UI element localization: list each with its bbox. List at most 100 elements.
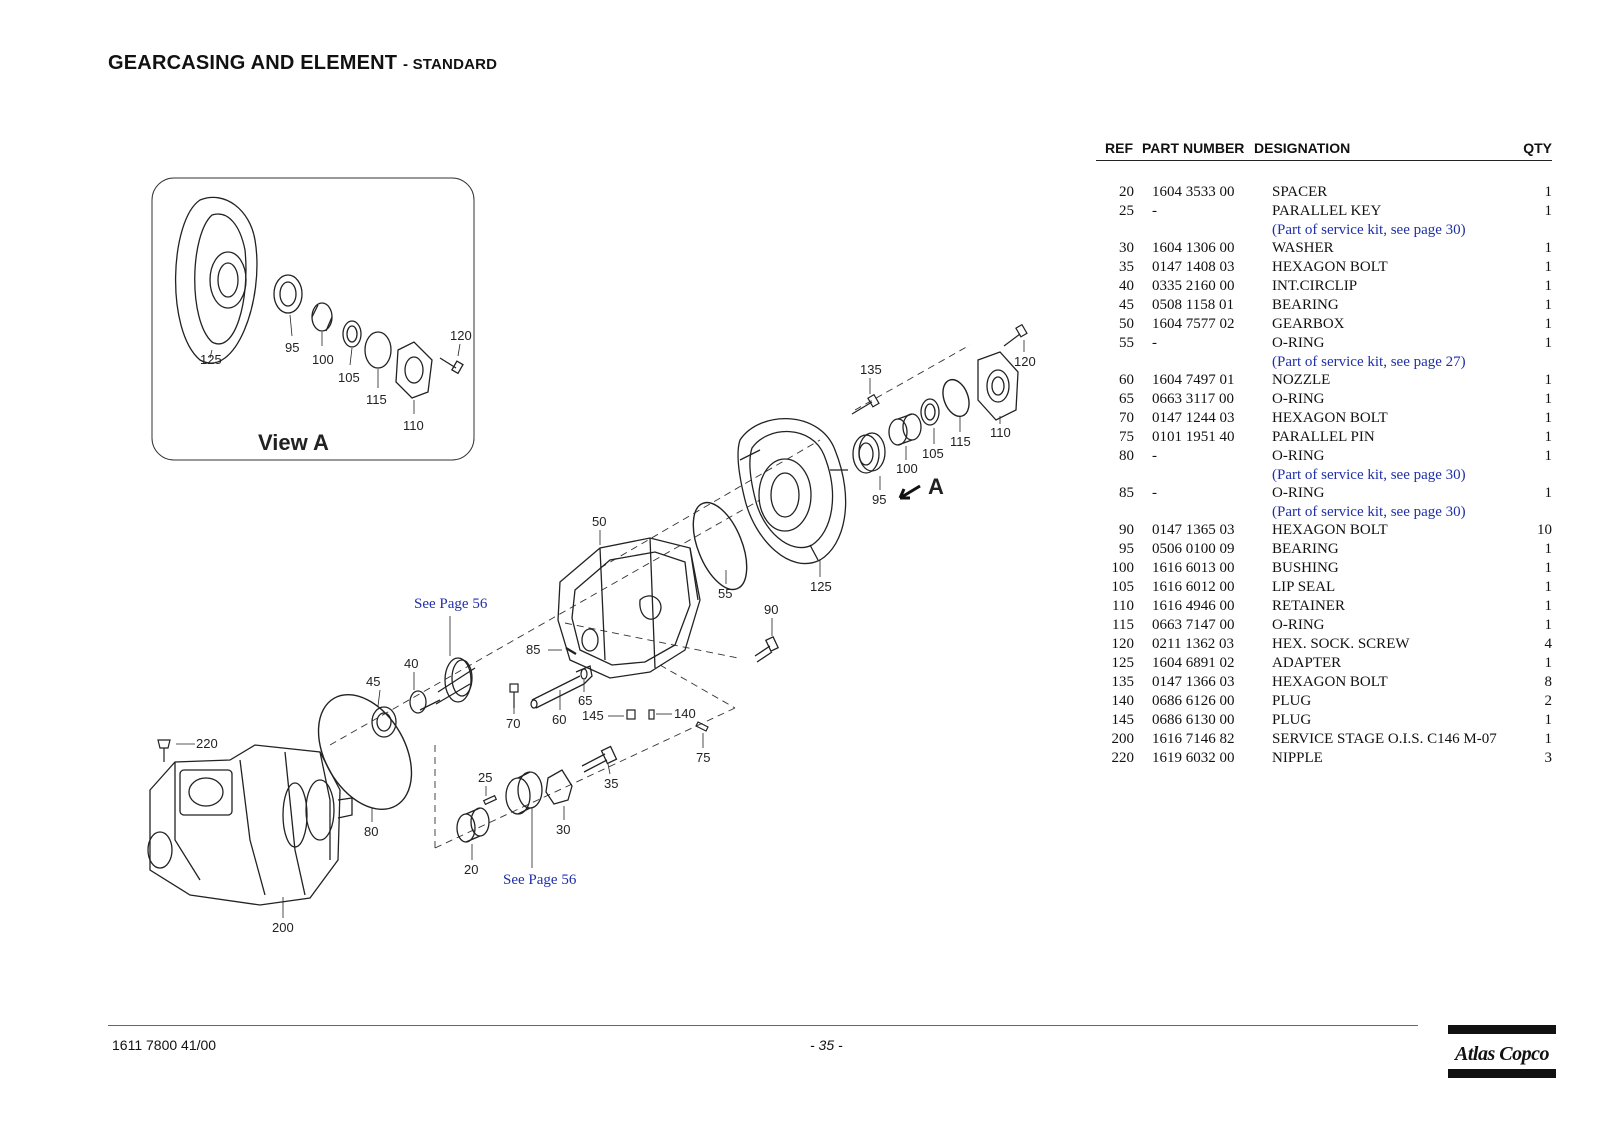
cell-designation: NIPPLE: [1272, 750, 1323, 766]
callout-125-a: 125: [200, 352, 222, 367]
callout-105: 105: [922, 446, 944, 461]
cell-designation: BEARING: [1272, 297, 1339, 313]
page-title-main: GEARCASING AND ELEMENT: [108, 52, 398, 74]
cell-ref: 140: [1111, 693, 1135, 709]
cell-qty: 1: [1544, 278, 1553, 294]
o-ring-115: [942, 378, 970, 418]
bolt-135: [851, 393, 880, 415]
service-kit-note[interactable]: (Part of service kit, see page 30): [1272, 222, 1466, 238]
callout-25: 25: [478, 770, 492, 785]
circlip-40: [409, 690, 427, 714]
key-25: [482, 794, 498, 806]
cell-designation: PARALLEL KEY: [1272, 203, 1382, 219]
cell-qty: 1: [1544, 617, 1553, 633]
callout-110-a: 110: [403, 418, 424, 433]
cell-qty: 1: [1544, 560, 1553, 576]
cell-designation: PLUG: [1272, 693, 1312, 709]
service-kit-note[interactable]: (Part of service kit, see page 27): [1272, 354, 1466, 370]
cell-part-number: -: [1152, 335, 1157, 351]
cell-ref: 25: [1119, 203, 1134, 219]
cell-qty: 1: [1544, 429, 1553, 445]
cell-part-number: 0101 1951 40: [1152, 429, 1235, 445]
cell-designation: HEX. SOCK. SCREW: [1272, 636, 1410, 652]
lip-seal-105: [920, 398, 940, 426]
cell-qty: 1: [1544, 712, 1553, 728]
drive-gear: [505, 771, 543, 815]
plug-140: [648, 709, 655, 720]
callout-115: 115: [950, 434, 971, 449]
callout-145: 145: [582, 708, 604, 723]
cell-qty: 1: [1544, 731, 1553, 747]
callout-100: 100: [896, 461, 918, 476]
cell-part-number: -: [1152, 203, 1157, 219]
o-ring-80: [317, 694, 413, 810]
view-a-parts: [174, 196, 464, 399]
see-page-bottom: See Page 56: [503, 872, 577, 888]
cell-designation: HEXAGON BOLT: [1272, 410, 1388, 426]
cell-designation: LIP SEAL: [1272, 579, 1336, 595]
cell-ref: 120: [1111, 636, 1135, 652]
cell-designation: NOZZLE: [1272, 372, 1331, 388]
cell-qty: 1: [1544, 203, 1553, 219]
cell-qty: 1: [1544, 541, 1553, 557]
table-row: 70 0147 1244 03 HEXAGON BOLT 1: [1096, 409, 1552, 428]
cell-designation: O-RING: [1272, 485, 1325, 501]
callout-55: 55: [718, 586, 732, 601]
cell-part-number: 0147 1244 03: [1152, 410, 1235, 426]
callout-90: 90: [764, 602, 778, 617]
callout-60: 60: [552, 712, 566, 727]
callout-120: 120: [1014, 354, 1036, 369]
cell-part-number: 1616 4946 00: [1152, 598, 1235, 614]
exploded-diagram: 125 95 100 105 115 110 120 View A 220 20…: [147, 177, 1036, 935]
cell-part-number: 1616 7146 82: [1152, 731, 1235, 747]
cell-part-number: 1604 7577 02: [1152, 316, 1235, 332]
callout-200: 200: [272, 920, 294, 935]
cell-part-number: 0147 1366 03: [1152, 674, 1235, 690]
cell-ref: 115: [1112, 617, 1134, 633]
cell-qty: 1: [1544, 448, 1553, 464]
assembly-axes: [329, 344, 971, 849]
cell-qty: 10: [1537, 522, 1552, 538]
cell-designation: BUSHING: [1272, 560, 1339, 576]
cell-ref: 30: [1119, 240, 1134, 256]
cell-ref: 45: [1119, 297, 1134, 313]
cell-part-number: -: [1152, 485, 1157, 501]
cell-part-number: -: [1152, 448, 1157, 464]
cell-part-number: 1604 7497 01: [1152, 372, 1235, 388]
cell-qty: 1: [1544, 410, 1553, 426]
bearing-45: [371, 706, 397, 738]
callout-95-a: 95: [285, 340, 299, 355]
cell-ref: 90: [1119, 522, 1134, 538]
bolt-35: [581, 745, 618, 773]
cell-qty: 1: [1544, 372, 1553, 388]
cell-qty: 1: [1544, 655, 1553, 671]
callout-100-a: 100: [312, 352, 334, 367]
callout-135: 135: [860, 362, 882, 377]
callout-70: 70: [506, 716, 520, 731]
cell-ref: 85: [1119, 485, 1134, 501]
service-kit-note[interactable]: (Part of service kit, see page 30): [1272, 504, 1466, 520]
cell-ref: 35: [1119, 259, 1134, 275]
callout-50: 50: [592, 514, 606, 529]
cell-qty: 1: [1544, 259, 1553, 275]
callout-40: 40: [404, 656, 418, 671]
footer-divider: [108, 1025, 1418, 1026]
view-a-arrow-label: A: [928, 474, 944, 499]
o-ring-55: [692, 501, 748, 591]
bolt-70: [509, 683, 519, 708]
cell-part-number: 0147 1408 03: [1152, 259, 1235, 275]
gear-shaft: [419, 657, 476, 711]
service-kit-note[interactable]: (Part of service kit, see page 30): [1272, 467, 1466, 483]
cell-ref: 70: [1119, 410, 1134, 426]
washer-30: [545, 769, 573, 805]
